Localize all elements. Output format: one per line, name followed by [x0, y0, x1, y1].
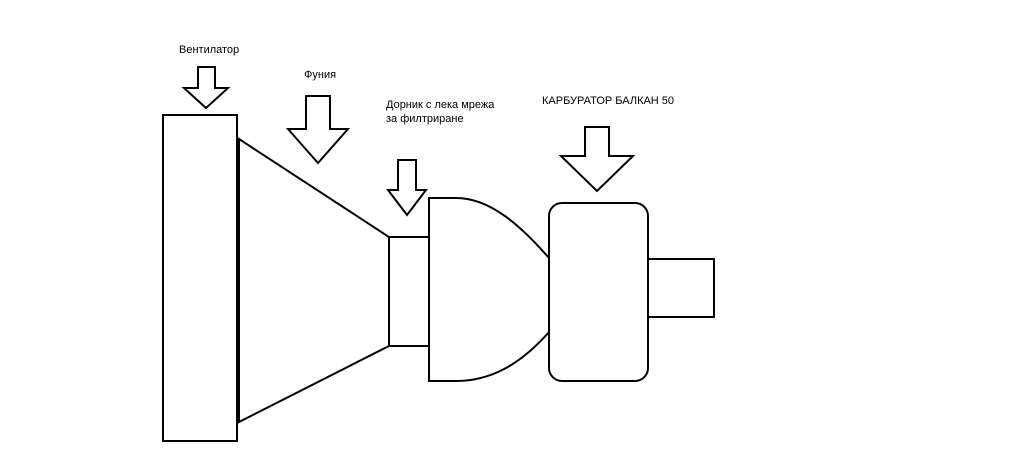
funnel-shape: [238, 137, 390, 424]
carburetor-label: КАРБУРАТОР БАЛКАН 50: [542, 95, 675, 107]
fan-label: Вентилатор: [179, 44, 240, 56]
fan-down-arrow-icon: [181, 66, 231, 110]
connector-shape: [428, 197, 550, 382]
mandrel-label-line2: за филтриране: [386, 113, 464, 125]
mandrel-down-arrow-icon: [385, 159, 429, 217]
mandrel-block: [388, 236, 430, 347]
mandrel-label-line1: Дорник с лека мрежа: [386, 99, 495, 111]
funnel-down-arrow-icon: [285, 95, 351, 165]
carburetor-outlet: [647, 258, 715, 318]
mandrel-label: Дорник с лека мрежа за филтриране: [386, 98, 494, 126]
carburetor-body: [548, 202, 649, 382]
carburetor-down-arrow-icon: [558, 126, 636, 193]
fan-block: [162, 114, 238, 442]
funnel-label: Фуния: [304, 69, 337, 81]
